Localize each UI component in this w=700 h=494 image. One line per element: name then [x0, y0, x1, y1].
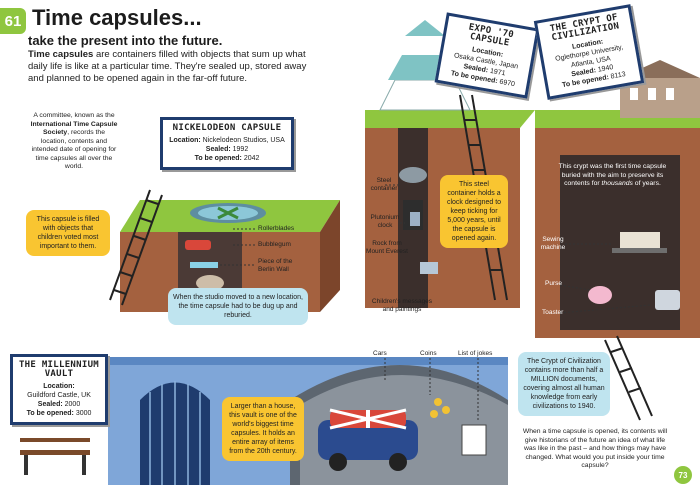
- nickelodeon-sign: NICKELODEON CAPSULE Location: Nickelodeo…: [160, 117, 294, 170]
- millennium-location: Guildford Castle, UK: [27, 392, 91, 399]
- nickelodeon-opened: 2042: [243, 155, 260, 162]
- millennium-sealed: 2000: [64, 401, 81, 408]
- label-cars: Cars: [373, 350, 387, 357]
- label-messages-paintings: Children's messages and paintings: [371, 298, 433, 313]
- expo-opened: 6970: [498, 78, 516, 89]
- millennium-title: THE MILLENNIUM VAULT: [18, 360, 100, 379]
- society-note-pre: A committee, known as the: [33, 112, 115, 119]
- ladder-right: [604, 335, 653, 421]
- label-steel-container: Steel container: [370, 177, 398, 192]
- expo-bubble: This steel container holds a clock desig…: [440, 175, 508, 248]
- society-note-bold: International Time Capsule Society: [30, 120, 118, 137]
- crypt-note-post: of years.: [632, 180, 661, 187]
- nickelodeon-location-label: Location:: [169, 137, 201, 144]
- nickelodeon-opened-label: To be opened:: [194, 155, 242, 162]
- nickelodeon-bubble: This capsule is filled with objects that…: [26, 210, 110, 256]
- label-plutonium-clock: Plutonium clock: [370, 214, 400, 229]
- ladder-left: [109, 189, 163, 306]
- society-note-post: , records the location, contents and int…: [31, 129, 117, 170]
- label-coins: Coins: [420, 350, 437, 357]
- bench: [20, 438, 90, 475]
- millennium-sealed-label: Sealed:: [37, 401, 63, 408]
- crypt-note: This crypt was the first time capsule bu…: [555, 163, 670, 189]
- intro-bold: Time capsules: [28, 49, 94, 60]
- millennium-sign: THE MILLENNIUM VAULT Location: Guildford…: [10, 354, 108, 425]
- label-purse: Purse: [545, 280, 562, 287]
- label-toaster: Toaster: [542, 309, 564, 316]
- crypt-note-italic: thousands: [601, 180, 633, 187]
- crypt-note-pre: This crypt was the first time capsule bu…: [558, 163, 667, 187]
- intro-paragraph: Time capsules are containers filled with…: [28, 49, 318, 85]
- intro-rest: are containers filled with objects that …: [28, 49, 307, 84]
- society-note: A committee, known as the International …: [30, 112, 118, 172]
- label-bubblegum: Bubblegum: [258, 241, 291, 248]
- label-rock-everest: Rock from Mount Everest: [366, 240, 408, 255]
- crypt-bubble: The Crypt of Civilization contains more …: [518, 352, 610, 416]
- page-subtitle: take the present into the future.: [28, 33, 223, 48]
- nickelodeon-sealed: 1992: [232, 146, 249, 153]
- crypt-opened: 8113: [610, 71, 627, 81]
- millennium-bubble: Larger than a house, this vault is one o…: [222, 397, 304, 461]
- page-number-badge: 61: [0, 8, 26, 34]
- millennium-opened-label: To be opened:: [26, 410, 74, 417]
- millennium-vault: [108, 357, 508, 485]
- label-list-of-jokes: List of jokes: [458, 350, 493, 357]
- nickelodeon-title: NICKELODEON CAPSULE: [172, 123, 282, 133]
- label-rollerblades: Rollerblades: [258, 225, 295, 232]
- crypt-ground: [535, 60, 700, 338]
- millennium-opened: 3000: [75, 410, 92, 417]
- closing-paragraph: When a time capsule is opened, its conte…: [522, 428, 668, 469]
- nickelodeon-sealed-label: Sealed:: [205, 146, 231, 153]
- nickelodeon-location: Nickelodeon Studios, USA: [202, 137, 285, 144]
- millennium-location-label: Location:: [43, 383, 75, 390]
- nickelodeon-moved-note: When the studio moved to a new location,…: [168, 288, 308, 325]
- footer-page-number: 73: [674, 466, 692, 484]
- page-title: Time capsules...: [32, 5, 202, 30]
- label-berlin-wall: Piece of the Berlin Wall: [258, 258, 293, 273]
- label-sewing-machine: Sewing machine: [540, 236, 566, 251]
- crypt-sign: THE CRYPT OF CIVILIZATION Location: Ogle…: [533, 4, 645, 100]
